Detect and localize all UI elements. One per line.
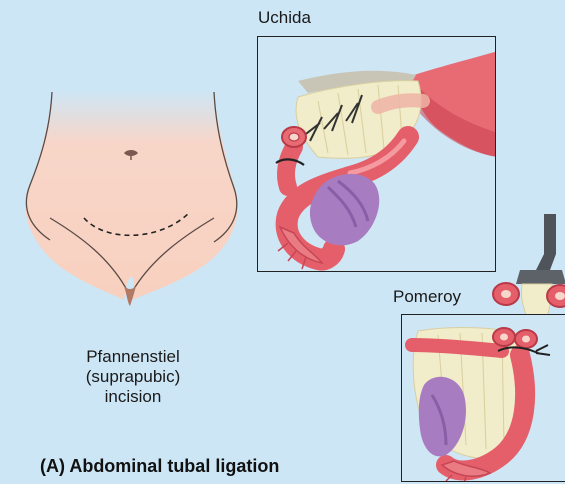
- torso-skin: [25, 90, 238, 300]
- incision-label-line-1: Pfannenstiel: [48, 347, 218, 367]
- uchida-label: Uchida: [258, 8, 311, 28]
- pomeroy-clamp-illustration: [470, 210, 565, 330]
- uchida-panel: [257, 36, 496, 272]
- buried-tube-segment: [378, 100, 423, 107]
- clamp-jaw-icon: [516, 270, 565, 284]
- proximal-tube: [412, 345, 502, 351]
- loop-lumen-left: [501, 290, 511, 298]
- pfannenstiel-incision-label: Pfannenstiel (suprapubic) incision: [48, 347, 218, 407]
- incision-label-line-2: (suprapubic): [48, 367, 218, 387]
- pomeroy-panel: [401, 314, 565, 482]
- cut-lumen-right: [522, 336, 530, 343]
- loop-lumen-right: [555, 292, 565, 300]
- tube-lumen: [289, 133, 299, 141]
- pomeroy-illustration: [402, 315, 565, 482]
- tube-stump: [286, 147, 294, 187]
- figure-caption: (A) Abdominal tubal ligation: [40, 456, 279, 476]
- cut-lumen-left: [500, 334, 508, 341]
- pomeroy-label: Pomeroy: [393, 287, 461, 307]
- clamp-handle-icon: [536, 214, 556, 270]
- torso-illustration: [0, 0, 260, 340]
- incision-label-line-3: incision: [48, 387, 218, 407]
- uchida-illustration: [258, 37, 496, 272]
